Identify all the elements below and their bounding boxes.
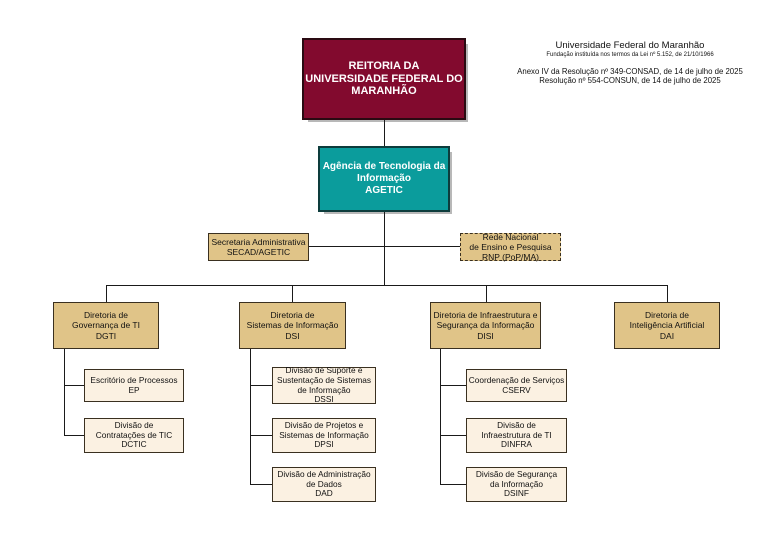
dpsi-line-3: DPSI (314, 439, 334, 450)
annex-line-2: Resolução nº 554-CONSUN, de 14 de julho … (539, 76, 721, 85)
university-title: Universidade Federal do Maranhão (555, 40, 705, 51)
unit-dad-box: Divisão de Administração de Dados DAD (272, 467, 376, 502)
connector-dssi (250, 385, 272, 386)
secad-line-1: Secretaria Administrativa (211, 236, 306, 247)
directorate-dgti-box: Diretoria de Governança de TI DGTI (53, 302, 159, 349)
unit-dsinf-box: Divisão de Segurança da Informação DSINF (466, 467, 567, 502)
unit-dctic-box: Divisão de Contratações de TIC DCTIC (84, 418, 184, 453)
reitoria-line-3: MARANHÃO (351, 85, 417, 98)
connector-dgti-spine (64, 349, 65, 436)
connector-dinfra (440, 435, 466, 436)
reitoria-line-2: UNIVERSIDADE FEDERAL DO (305, 72, 463, 85)
disi-line-3: DISI (477, 330, 494, 341)
unit-ep-box: Escritório de Processos EP (84, 369, 184, 402)
dctic-line-1: Divisão de (114, 419, 154, 430)
dpsi-line-2: Sistemas de Informação (279, 429, 369, 440)
dctic-line-2: Contratações de TIC (95, 429, 173, 440)
connector-disi-drop (486, 285, 487, 302)
university-subtitle: Fundação instituída nos termos da Lei nº… (546, 52, 714, 58)
ep-line-2: EP (128, 384, 140, 395)
dai-line-2: Inteligência Artificial (629, 320, 705, 331)
dsinf-line-3: DSINF (504, 488, 529, 499)
unit-cserv-box: Coordenação de Serviços CSERV (466, 369, 567, 402)
dssi-line-4: DSSI (314, 394, 334, 405)
dsi-line-2: Sistemas de Informação (246, 320, 339, 331)
connector-dsi-spine (250, 349, 251, 485)
dinfra-line-2: Infraestrutura de TI (481, 429, 552, 440)
connector-dad (250, 484, 272, 485)
connector-cserv (440, 385, 466, 386)
directorate-disi-box: Diretoria de Infraestrutura e Segurança … (430, 302, 541, 349)
ep-line-1: Escritório de Processos (90, 374, 178, 385)
secad-line-2: SECAD/AGETIC (226, 247, 291, 257)
connector-directorates-bus (106, 285, 668, 286)
dsi-line-1: Diretoria de (270, 310, 315, 321)
header-block: Universidade Federal do Maranhão Fundaçã… (496, 40, 764, 85)
unit-dinfra-box: Divisão de Infraestrutura de TI DINFRA (466, 418, 567, 453)
secad-box: Secretaria Administrativa SECAD/AGETIC (208, 233, 309, 261)
connector-dpsi (250, 435, 272, 436)
connector-staff (309, 246, 460, 247)
connector-dgti-drop (106, 285, 107, 302)
reitoria-line-1: REITORIA DA (348, 59, 420, 72)
reitoria-box: REITORIA DA UNIVERSIDADE FEDERAL DO MARA… (302, 38, 468, 122)
dai-line-3: DAI (659, 330, 675, 341)
connector-dsi-drop (292, 285, 293, 302)
dsinf-line-1: Divisão de Segurança (475, 468, 558, 479)
disi-line-1: Diretoria de Infraestrutura e (433, 310, 538, 321)
connector-ep (64, 385, 84, 386)
agetic-box: Agência de Tecnologia da Informação AGET… (318, 146, 452, 214)
connector-dsinf (440, 484, 466, 485)
dsi-line-3: DSI (285, 330, 300, 341)
dad-line-2: de Dados (306, 478, 342, 489)
directorate-dsi-box: Diretoria de Sistemas de Informação DSI (239, 302, 346, 349)
connector-dctic (64, 435, 84, 436)
dssi-line-1: Divisão de Suporte e (285, 364, 363, 375)
connector-reitoria-agetic (384, 120, 385, 146)
dgti-line-2: Governança de TI (72, 320, 140, 331)
dinfra-line-1: Divisão de (497, 419, 536, 430)
connector-agetic-trunk (384, 212, 385, 286)
dssi-line-3: de Informação (297, 384, 351, 395)
agetic-line-3: AGETIC (365, 184, 403, 196)
connector-disi-spine (440, 349, 441, 485)
rnp-line-2: de Ensino e Pesquisa (469, 242, 552, 252)
rnp-box: Rede Nacional de Ensino e Pesquisa RNP (… (460, 231, 561, 263)
dgti-line-1: Diretoria de (84, 310, 128, 321)
dgti-line-3: DGTI (95, 330, 117, 341)
unit-dpsi-box: Divisão de Projetos e Sistemas de Inform… (272, 418, 376, 453)
unit-dssi-box: Divisão de Suporte e Sustentação de Sist… (272, 364, 376, 405)
dsinf-line-2: da Informação (489, 478, 544, 489)
rnp-line-1: Rede Nacional (482, 231, 539, 242)
disi-line-2: Segurança da Informação (436, 320, 535, 331)
dssi-line-2: Sustentação de Sistemas (276, 374, 372, 385)
annex-line-1: Anexo IV da Resolução nº 349-CONSAD, de … (517, 67, 743, 76)
dai-line-1: Diretoria de (645, 310, 689, 321)
agetic-line-2: Informação (357, 173, 411, 185)
dad-line-3: DAD (315, 488, 333, 499)
connector-dai-drop (667, 285, 668, 302)
dinfra-line-3: DINFRA (501, 439, 532, 450)
dpsi-line-1: Divisão de Projetos e (284, 419, 364, 430)
cserv-line-2: CSERV (502, 384, 531, 395)
directorate-dai-box: Diretoria de Inteligência Artificial DAI (614, 302, 720, 349)
agetic-line-1: Agência de Tecnologia da (322, 161, 446, 173)
dctic-line-3: DCTIC (121, 439, 147, 450)
cserv-line-1: Coordenação de Serviços (468, 374, 565, 385)
rnp-line-3: RNP (PoP/MA) (482, 252, 539, 263)
dad-line-1: Divisão de Administração (277, 468, 371, 479)
